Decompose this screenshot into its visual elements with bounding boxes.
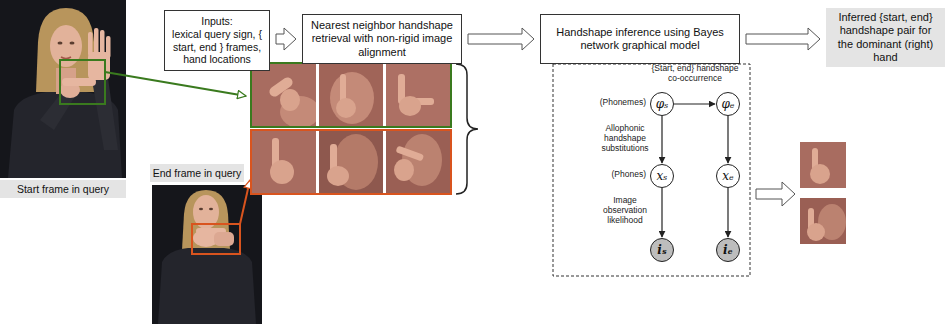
caption-box: End frame in query: [150, 164, 244, 182]
start-frame-photo: [88, 32, 93, 56]
level-label-text: (Phonemes): [586, 98, 646, 108]
end-frame-photo: [152, 185, 262, 324]
handshape-thumbnail: [319, 64, 383, 126]
flow-arrow: [468, 28, 534, 50]
output-thumbnail: [800, 142, 846, 244]
edge-label-text: Allophonic handshape substitutions: [594, 124, 656, 153]
start-frame-photo: [100, 30, 105, 56]
variable-node: φₛ: [650, 92, 674, 116]
node-text: End frame in query: [153, 167, 242, 180]
flow-arrow: [276, 28, 296, 50]
output-box: Inferred {start, end} handshape pair for…: [826, 8, 945, 67]
handshape-thumbnail: [386, 64, 450, 126]
start-frame-photo: [94, 28, 99, 56]
handshape-thumbnail: [327, 166, 349, 186]
variable-node: φₑ: [716, 92, 740, 116]
handshape-thumbnail: [386, 131, 450, 193]
handshape-thumbnail: [280, 89, 300, 111]
edge-label: Allophonic handshape substitutions: [594, 124, 656, 153]
output-thumbnail: [800, 198, 846, 244]
dependency-arrow: [661, 116, 662, 163]
output-thumbnail: [807, 223, 825, 241]
dependency-arrow: [674, 103, 715, 104]
leader-arrow: [105, 72, 250, 224]
process-box: Nearest neighbor handshape retrieval wit…: [302, 14, 462, 64]
start-frame-photo: [61, 57, 71, 59]
start-frame-photo: [0, 0, 126, 178]
brace: [456, 64, 478, 194]
block-arrow: [756, 182, 795, 206]
process-box: Inputs:lexical query sign, { start, end …: [164, 10, 270, 71]
start-frame-photo: [0, 0, 126, 178]
output-thumbnail: [800, 142, 846, 188]
block-arrow: [756, 182, 795, 206]
handshape-thumbnail: [399, 96, 421, 116]
leader-arrow: [240, 180, 250, 224]
handshape-thumbnail: [336, 98, 356, 118]
model-frame: [553, 64, 750, 276]
handshape-thumbnail: [316, 64, 319, 126]
edge-label: Image observation likelihood: [594, 196, 656, 225]
variable-node: xₑ: [716, 164, 740, 188]
edge-label-text: Image observation likelihood: [594, 196, 656, 225]
caption-box: Start frame in query: [0, 180, 126, 198]
node-text: φₑ: [721, 98, 734, 110]
handshape-thumbnail: [252, 131, 316, 193]
handshape-thumbnail: [383, 64, 386, 126]
edge-label: {Start, end} handshape co-occurrence: [648, 64, 742, 84]
handshape-thumbnail: [394, 159, 414, 181]
level-label-text: (Phones): [586, 170, 646, 180]
process-box: Handshape inference using Bayes network …: [540, 14, 740, 64]
node-text: φₛ: [656, 98, 668, 110]
node-text: Nearest neighbor handshape retrieval wit…: [308, 19, 456, 59]
level-label: (Phones): [586, 170, 646, 180]
flow-arrow: [746, 28, 820, 50]
node-text: iₛ: [657, 244, 666, 256]
start-frame-photo: [36, 8, 96, 92]
handshape-thumbnail: [251, 130, 451, 194]
start-frame-photo: [106, 36, 111, 58]
node-text: Start frame in query: [17, 183, 109, 196]
start-frame-photo: [62, 78, 96, 86]
node-text: xₑ: [722, 170, 733, 182]
end-frame-photo: [158, 248, 256, 324]
node-text: Inputs:: [201, 15, 233, 28]
dependency-arrow: [661, 188, 662, 237]
handshape-thumbnail: [251, 63, 451, 127]
node-text: xₛ: [657, 170, 668, 182]
end-frame-photo: [152, 185, 262, 324]
handshape-thumbnail: [251, 63, 451, 128]
handshape-thumbnail: [395, 145, 424, 161]
end-frame-photo: [209, 208, 213, 210]
dependency-arrow: [727, 116, 728, 163]
dependency-arrow: [727, 188, 728, 237]
node-text: Handshape inference using Bayes network …: [546, 26, 734, 52]
observed-node: iₛ: [650, 238, 674, 262]
model-frame: [553, 64, 750, 276]
end-frame-photo: [192, 224, 240, 254]
node-body-text: lexical query sign, { start, end } frame…: [170, 28, 264, 66]
handshape-thumbnail: [319, 131, 383, 193]
handshape-thumbnail: [330, 72, 374, 124]
output-thumbnail: [810, 164, 830, 184]
start-frame-photo: [58, 42, 63, 45]
leader-arrow: [105, 72, 246, 96]
level-label: (Phonemes): [586, 98, 646, 108]
edge-label-text: {Start, end} handshape co-occurrence: [648, 64, 742, 84]
handshape-thumbnail: [251, 130, 451, 194]
end-frame-photo: [214, 232, 234, 246]
handshape-thumbnail: [383, 131, 386, 193]
handshape-thumbnail: [270, 160, 294, 184]
variable-node: xₛ: [650, 164, 674, 188]
node-text: Inferred {start, end} handshape pair for…: [831, 11, 940, 64]
node-text: iₑ: [723, 244, 733, 256]
start-frame-photo: [60, 60, 105, 104]
end-frame-photo: [199, 208, 203, 210]
observed-node: iₑ: [716, 238, 740, 262]
brace: [456, 64, 478, 194]
handshape-thumbnail: [316, 131, 319, 193]
start-frame-photo: [70, 42, 75, 45]
